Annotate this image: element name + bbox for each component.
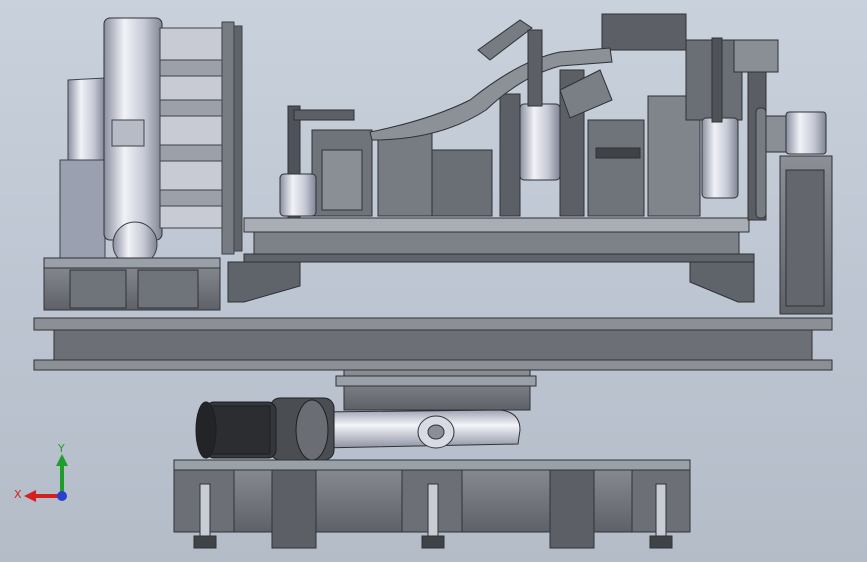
bottom-frame[interactable] (173, 459, 691, 549)
right-tailstock[interactable] (755, 107, 833, 315)
base-beam[interactable] (33, 317, 833, 371)
drive-assembly[interactable] (195, 369, 537, 461)
coordinate-triad: Y X (14, 442, 68, 502)
fixture-clamps[interactable] (279, 13, 779, 221)
x-axis-label: X (14, 488, 22, 501)
left-rotary-unit[interactable] (43, 17, 243, 311)
y-axis-label: Y (57, 442, 65, 455)
fixture-base-plate[interactable] (227, 217, 755, 303)
z-axis-dot (57, 491, 67, 501)
